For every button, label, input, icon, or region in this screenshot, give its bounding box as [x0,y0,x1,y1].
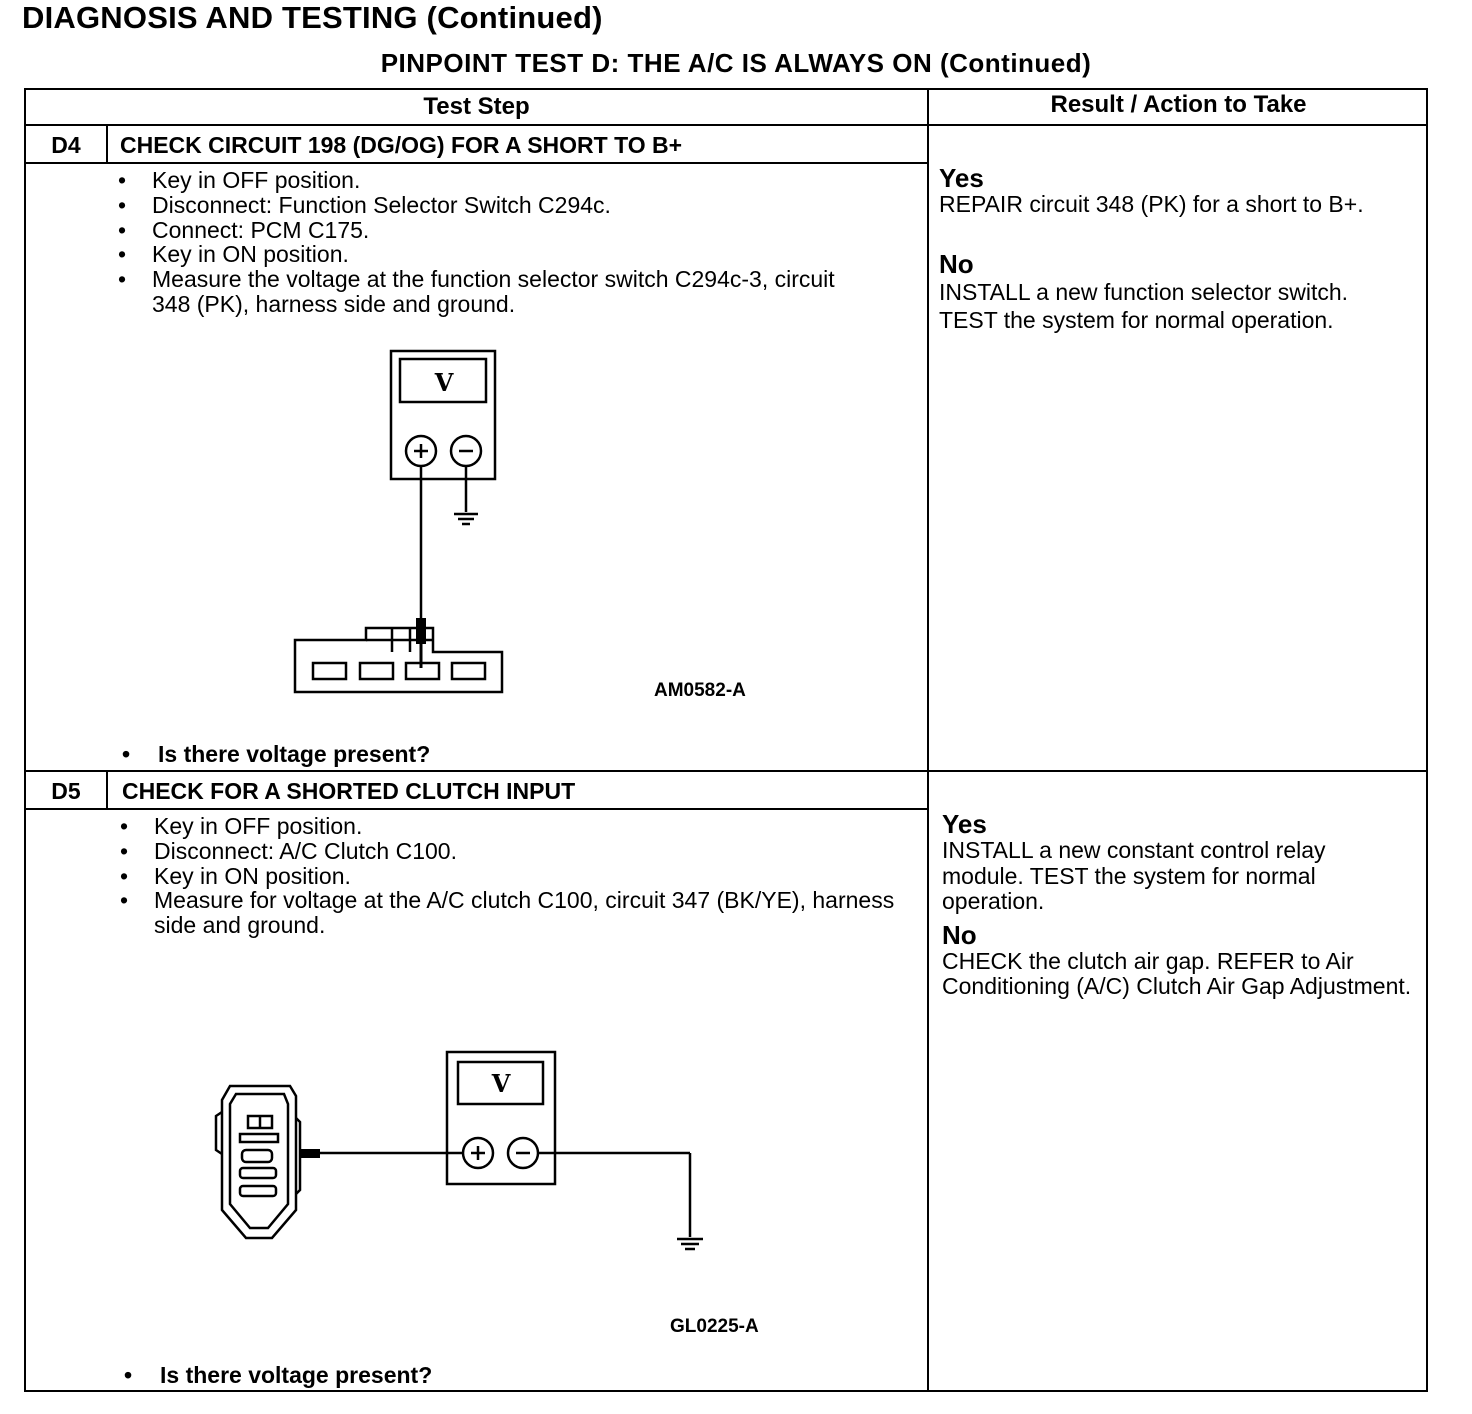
d4-no-action: INSTALL a new function selector switch. … [939,278,1349,333]
d4-figure-code: AM0582-A [654,680,746,701]
d5-clutch-connector [220,1084,298,1240]
d4-step-4: Key in ON position. [118,242,878,267]
d5-step-2: Disconnect: A/C Clutch C100. [120,838,900,864]
d4-no-label: No [939,248,974,279]
step-id-d5: D5 [51,778,81,804]
test-title: PINPOINT TEST D: THE A/C IS ALWAYS ON (C… [380,48,1092,78]
step-title-d5: CHECK FOR A SHORTED CLUTCH INPUT [122,778,576,804]
d5-yes-action: INSTALL a new constant control relay mod… [942,837,1326,914]
d5-step-3: Key in ON position. [120,863,900,889]
d4-step-1: Key in OFF position. [118,168,878,193]
d5-no-action: CHECK the clutch air gap. REFER to Air C… [942,947,1412,999]
col-head-result: Result / Action to Take [1050,91,1307,118]
pinpoint-table: Test Step Result / Action to Take D4 CHE… [24,88,1428,1392]
d4-meter-label: V [434,368,454,397]
d5-voltmeter-body [445,1050,557,1186]
d4-voltmeter-display [398,357,488,404]
d5-no-label: No [942,919,977,950]
d4-step-3: Connect: PCM C175. [118,217,878,243]
col-head-test-step: Test Step [423,93,530,120]
d5-result: Yes INSTALL a new constant control relay… [942,810,1412,1000]
section-heading: DIAGNOSIS AND TESTING (Continued) [22,0,603,35]
d4-step-5: Measure the voltage at the function sele… [118,267,878,317]
d5-figure-code: GL0225-A [670,1316,759,1337]
d4-instructions: Key in OFF position. Disconnect: Functio… [118,168,878,317]
d5-step-1: Key in OFF position. [120,814,900,839]
d4-yes-label: Yes [939,163,984,193]
d4-result: Yes REPAIR circuit 348 (PK) for a short … [939,164,1424,334]
d4-voltmeter-body [389,349,497,481]
d5-yes-label: Yes [942,809,987,839]
d4-step-2: Disconnect: Function Selector Switch C29… [118,192,878,218]
step-id-d4: D4 [51,132,81,158]
d4-yes-action: REPAIR circuit 348 (PK) for a short to B… [939,191,1364,217]
d5-question: Is there voltage present? [124,1362,432,1389]
step-title-d4: CHECK CIRCUIT 198 (DG/OG) FOR A SHORT TO… [120,132,683,158]
d5-meter-label: V [491,1069,511,1098]
d4-question: Is there voltage present? [122,741,430,768]
d5-instructions: Key in OFF position. Disconnect: A/C Clu… [120,814,900,938]
d4-connector [293,626,504,694]
d5-voltmeter-display [456,1060,545,1106]
d5-step-4: Measure for voltage at the A/C clutch C1… [120,888,900,938]
